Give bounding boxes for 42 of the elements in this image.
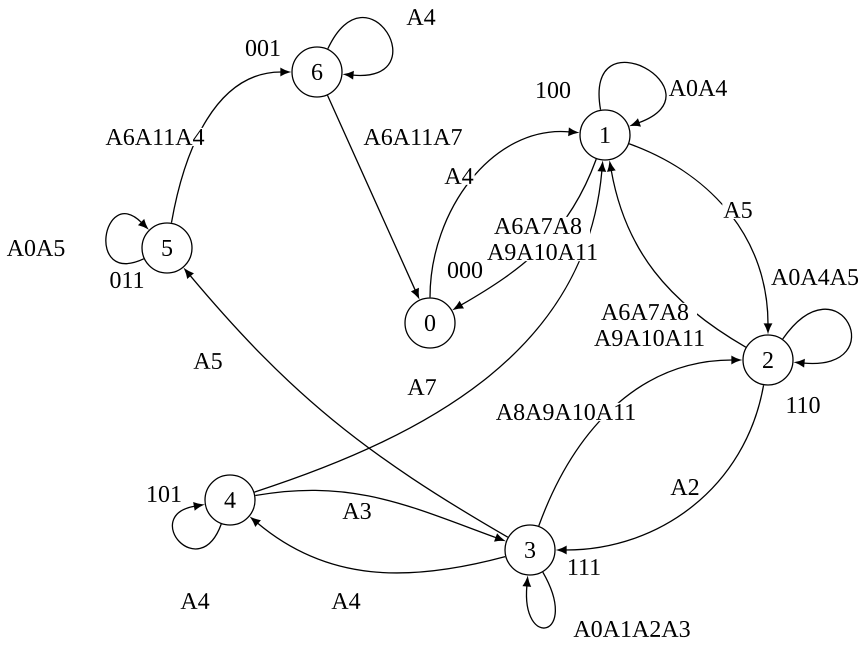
arrow — [172, 502, 222, 550]
edge-label: A6A11A4 — [104, 128, 206, 146]
edge-label: A4 — [443, 167, 475, 185]
edge-label: A3 — [341, 502, 373, 520]
arrow — [327, 17, 394, 80]
arrow — [522, 572, 556, 628]
edge-label: A5 — [192, 352, 224, 370]
state-code: 101 — [148, 486, 181, 502]
state-code: 000 — [448, 262, 482, 278]
state-code: 001 — [246, 40, 280, 56]
arrow — [254, 162, 606, 493]
arrow — [607, 162, 746, 348]
arrow — [326, 95, 420, 298]
edge-label: A0A4A5 — [770, 268, 860, 286]
edge-label: A2 — [669, 478, 701, 496]
edge-label: A6A7A8 A9A10A11 — [593, 302, 704, 348]
state-code: 110 — [788, 396, 820, 414]
arrow — [557, 385, 764, 554]
arrow — [538, 356, 741, 526]
arrow — [105, 213, 148, 264]
edge-label: A5 — [722, 200, 754, 220]
edge-label: A0A1A2A3 — [572, 620, 692, 638]
arrow — [782, 308, 852, 368]
arrow — [170, 68, 290, 223]
state-code: 100 — [537, 82, 570, 98]
edge-label: A4 — [330, 592, 362, 610]
arrow — [628, 143, 772, 333]
arrow — [184, 268, 508, 538]
state-code: 011 — [110, 272, 144, 288]
edge-label: A4 — [405, 8, 437, 26]
edge-label: A6A7A8 A9A10A11 — [486, 216, 597, 262]
arrow — [250, 517, 506, 574]
edge-label: A4 — [179, 592, 211, 610]
edge-label: A7 — [406, 378, 438, 396]
edge-label: A0A4 — [668, 78, 728, 98]
arrow — [255, 490, 504, 542]
arrow — [598, 62, 667, 126]
edge-label: A8A9A10A11 — [494, 402, 638, 422]
arrow — [429, 128, 578, 298]
state-code: 111 — [569, 559, 600, 575]
edge-label: A0A5 — [6, 238, 66, 258]
edge-label: A6A11A7 — [362, 128, 464, 146]
